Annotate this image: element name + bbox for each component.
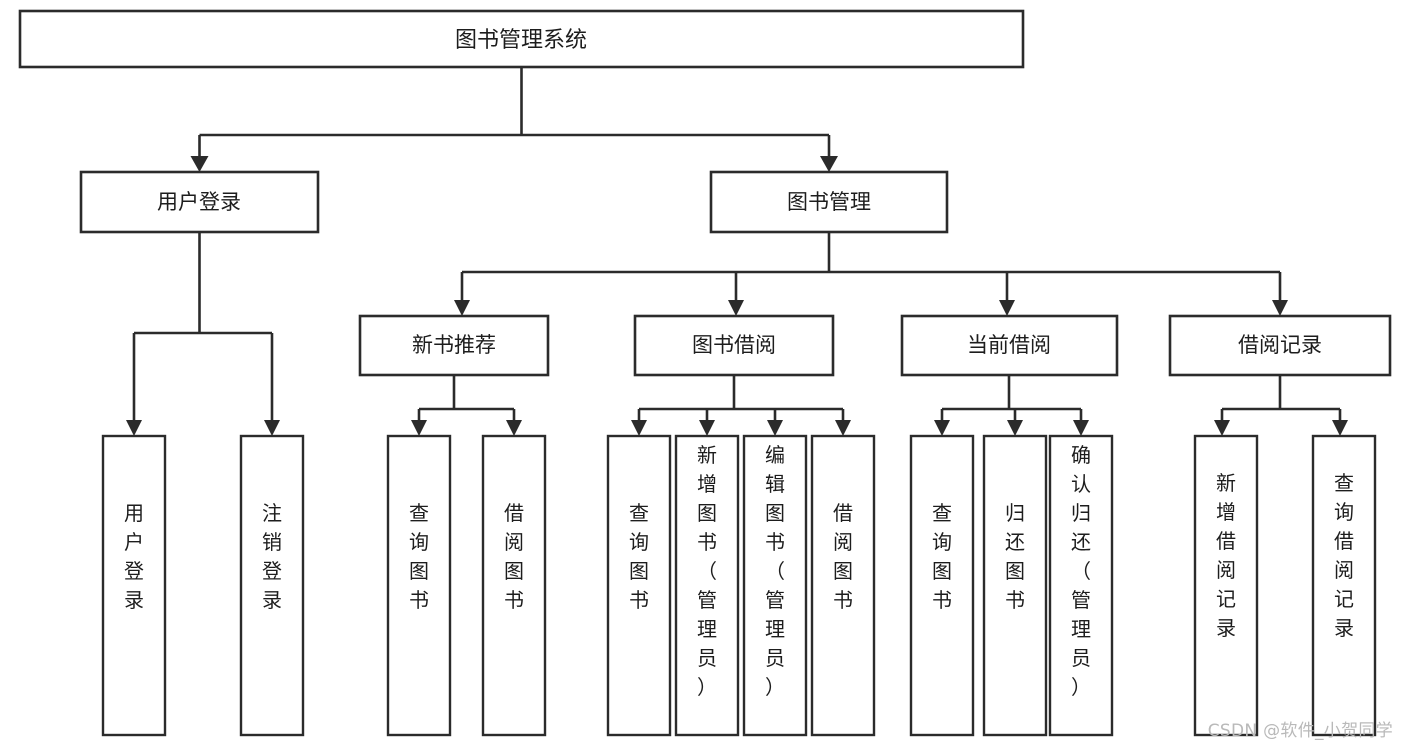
leaf-query-book-2[interactable]: 查询图书 <box>606 434 672 737</box>
leaf-user-logout-label: 注销登录 <box>262 501 282 612</box>
node-new-book-recommend-box[interactable] <box>358 314 550 377</box>
leaf-borrow-book-1-label: 借阅图书 <box>504 501 524 612</box>
leaf-borrow-book-2[interactable]: 借阅图书 <box>810 434 876 737</box>
node-book-borrow-box[interactable] <box>633 314 835 377</box>
node-user-login-box[interactable] <box>79 170 320 234</box>
node-book-borrow-label: 图书借阅 <box>692 333 776 357</box>
leaf-confirm-return-admin[interactable]: 确认归还（管理员） <box>1048 434 1114 737</box>
leaf-add-book-admin[interactable]: 新增图书（管理员） <box>674 434 740 737</box>
arrowhead-leaf-confirm-return-admin <box>1073 420 1089 436</box>
leaf-user-login-box[interactable] <box>101 434 167 737</box>
arrowhead-leaf-borrow-book-2 <box>835 420 851 436</box>
arrowhead-new-book-recommend <box>454 300 470 316</box>
node-book-manage-label: 图书管理 <box>787 190 871 214</box>
leaf-add-borrow-record-box[interactable] <box>1193 434 1259 737</box>
leaf-query-book-1-label: 查询图书 <box>409 501 429 612</box>
leaf-user-login[interactable]: 用户登录 <box>101 434 167 737</box>
leaf-query-borrow-record-box[interactable] <box>1311 434 1377 737</box>
node-current-borrow-box[interactable] <box>900 314 1119 377</box>
leaf-query-book-3[interactable]: 查询图书 <box>909 434 975 737</box>
leaf-user-logout-box[interactable] <box>239 434 305 737</box>
arrowhead-leaf-user-login <box>126 420 142 436</box>
leaf-query-book-1[interactable]: 查询图书 <box>386 434 452 737</box>
node-root[interactable]: 图书管理系统 <box>18 9 1025 69</box>
leaf-borrow-book-1-box[interactable] <box>481 434 547 737</box>
node-book-manage-box[interactable] <box>709 170 949 234</box>
leaf-query-book-2-label: 查询图书 <box>629 501 649 612</box>
leaf-query-book-3-label: 查询图书 <box>932 501 952 612</box>
arrowhead-user-login <box>190 156 209 172</box>
arrowhead-leaf-query-book-3 <box>934 420 950 436</box>
node-user-login-label: 用户登录 <box>157 190 241 214</box>
leaf-confirm-return-admin-box[interactable] <box>1048 434 1114 737</box>
arrowhead-book-manage <box>820 156 838 172</box>
node-book-manage[interactable]: 图书管理 <box>709 170 949 234</box>
leaf-edit-book-admin[interactable]: 编辑图书（管理员） <box>742 434 808 737</box>
node-current-borrow-label: 当前借阅 <box>967 333 1051 357</box>
node-new-book-recommend[interactable]: 新书推荐 <box>358 314 550 377</box>
leaf-query-book-3-box[interactable] <box>909 434 975 737</box>
leaf-query-book-2-box[interactable] <box>606 434 672 737</box>
leaf-query-borrow-record-label: 查询借阅记录 <box>1334 471 1354 640</box>
node-borrow-record-box[interactable] <box>1168 314 1392 377</box>
leaf-return-book-label: 归还图书 <box>1005 501 1025 612</box>
leaf-borrow-book-1[interactable]: 借阅图书 <box>481 434 547 737</box>
leaf-add-book-admin-box[interactable] <box>674 434 740 737</box>
leaf-return-book[interactable]: 归还图书 <box>982 434 1048 737</box>
leaf-user-logout[interactable]: 注销登录 <box>239 434 305 737</box>
arrowhead-borrow-record <box>1272 300 1288 316</box>
leaf-confirm-return-admin-label: 确认归还（管理员） <box>1071 443 1091 699</box>
node-borrow-record[interactable]: 借阅记录 <box>1168 314 1392 377</box>
leaf-user-login-label: 用户登录 <box>124 501 144 612</box>
arrowhead-leaf-query-borrow-record <box>1332 420 1348 436</box>
node-user-login[interactable]: 用户登录 <box>79 170 320 234</box>
node-root-box[interactable] <box>18 9 1025 69</box>
arrowhead-leaf-query-book-2 <box>631 420 647 436</box>
leaf-borrow-book-2-label: 借阅图书 <box>833 501 853 612</box>
node-new-book-recommend-label: 新书推荐 <box>412 333 496 357</box>
arrowhead-leaf-add-borrow-record <box>1214 420 1230 436</box>
node-root-label: 图书管理系统 <box>455 28 587 53</box>
arrowhead-leaf-borrow-book-1 <box>506 420 522 436</box>
node-book-borrow[interactable]: 图书借阅 <box>633 314 835 377</box>
leaf-borrow-book-2-box[interactable] <box>810 434 876 737</box>
node-borrow-record-label: 借阅记录 <box>1238 333 1322 357</box>
leaf-query-borrow-record[interactable]: 查询借阅记录 <box>1311 434 1377 737</box>
arrowhead-leaf-user-logout <box>264 420 280 436</box>
arrowhead-current-borrow <box>999 300 1015 316</box>
arrowhead-book-borrow <box>728 300 744 316</box>
leaf-add-borrow-record-label: 新增借阅记录 <box>1216 471 1236 640</box>
leaf-edit-book-admin-box[interactable] <box>742 434 808 737</box>
arrowhead-leaf-query-book-1 <box>411 420 427 436</box>
leaf-edit-book-admin-label: 编辑图书（管理员） <box>765 443 785 699</box>
leaf-return-book-box[interactable] <box>982 434 1048 737</box>
arrowhead-leaf-add-book-admin <box>699 420 715 436</box>
arrowhead-leaf-edit-book-admin <box>767 420 783 436</box>
leaf-add-borrow-record[interactable]: 新增借阅记录 <box>1193 434 1259 737</box>
leaf-add-book-admin-label: 新增图书（管理员） <box>697 443 717 699</box>
connector-layer <box>126 67 1348 436</box>
leaf-query-book-1-box[interactable] <box>386 434 452 737</box>
node-current-borrow[interactable]: 当前借阅 <box>900 314 1119 377</box>
arrowhead-leaf-return-book <box>1007 420 1023 436</box>
